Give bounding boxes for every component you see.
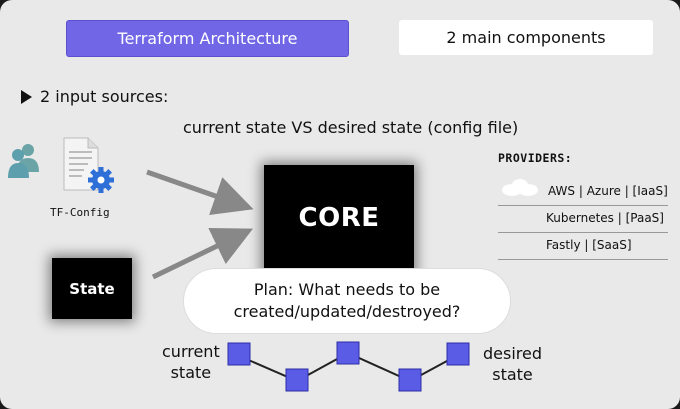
timeline-node — [227, 342, 251, 366]
provider-item-iaas: AWS | Azure | [IaaS] — [548, 184, 668, 198]
timeline-start-line-1: current — [162, 342, 220, 361]
document-icon — [63, 137, 99, 191]
timeline-node — [285, 368, 309, 392]
subtitle-text: 2 main components — [446, 28, 606, 47]
timeline-end-line-2: state — [492, 365, 533, 384]
plan-line-1: Plan: What needs to be — [253, 280, 441, 299]
users-icon — [8, 144, 39, 178]
title-badge: Terraform Architecture — [66, 20, 349, 57]
provider-item-saas: Fastly | [SaaS] — [546, 238, 632, 252]
subtitle-badge: 2 main components — [399, 20, 653, 55]
plan-line-2: created/updated/destroyed? — [233, 302, 461, 321]
timeline-node — [336, 341, 360, 365]
arrow-config-to-core — [146, 169, 254, 215]
timeline-end-line-1: desired — [483, 344, 543, 363]
provider-item-paas: Kubernetes | [PaaS] — [546, 211, 664, 225]
timeline-end-label: desired state — [483, 343, 542, 385]
state-label: State — [69, 279, 115, 298]
timeline-start-label: current state — [162, 341, 220, 383]
provider-divider — [498, 205, 668, 206]
timeline-node — [446, 342, 470, 366]
cloud-icon — [502, 179, 538, 196]
provider-divider — [498, 232, 668, 233]
comparison-caption: current state VS desired state (config f… — [183, 118, 519, 137]
core-label: CORE — [298, 203, 380, 233]
arrow-state-to-core — [151, 228, 254, 280]
input-sources-heading: 2 input sources: — [21, 87, 168, 106]
gear-icon — [88, 167, 114, 193]
providers-heading: PROVIDERS: — [498, 151, 573, 165]
plan-bubble: Plan: What needs to be created/updated/d… — [183, 268, 511, 334]
provider-divider — [498, 259, 668, 260]
core-box: CORE — [264, 165, 414, 277]
title-text: Terraform Architecture — [117, 29, 298, 48]
timeline-node — [398, 368, 422, 392]
tf-config-label: TF-Config — [50, 206, 110, 219]
state-timeline — [227, 341, 470, 392]
state-box: State — [52, 258, 132, 319]
triangle-bullet-icon — [21, 89, 32, 104]
input-sources-text: 2 input sources: — [40, 87, 169, 106]
timeline-start-line-2: state — [170, 363, 212, 382]
